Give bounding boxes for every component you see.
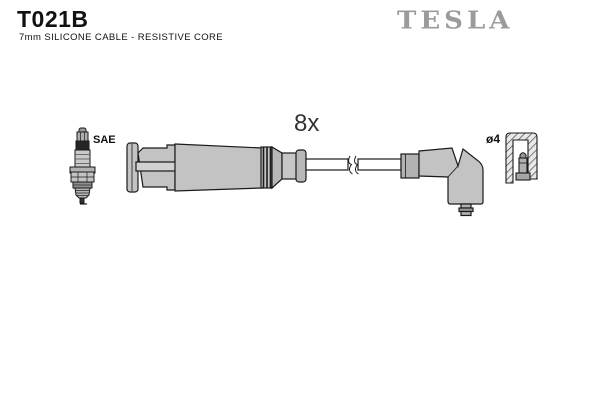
cable-assembly-drawing <box>126 142 484 217</box>
quantity-label: 8x <box>294 110 319 137</box>
diameter-label: ø4 <box>486 132 500 146</box>
spark-plug-drawing <box>69 127 96 205</box>
socket-cross-section-drawing <box>505 132 538 184</box>
cable-wire <box>305 155 402 175</box>
brand-logo: TESLA <box>397 6 514 36</box>
plug-end-boot <box>126 142 307 193</box>
subtitle: 7mm SILICONE CABLE - RESISTIVE CORE <box>19 32 224 43</box>
part-number: T021B <box>17 6 89 32</box>
elbow-boot <box>400 147 484 217</box>
sae-label: SAE <box>93 134 116 146</box>
